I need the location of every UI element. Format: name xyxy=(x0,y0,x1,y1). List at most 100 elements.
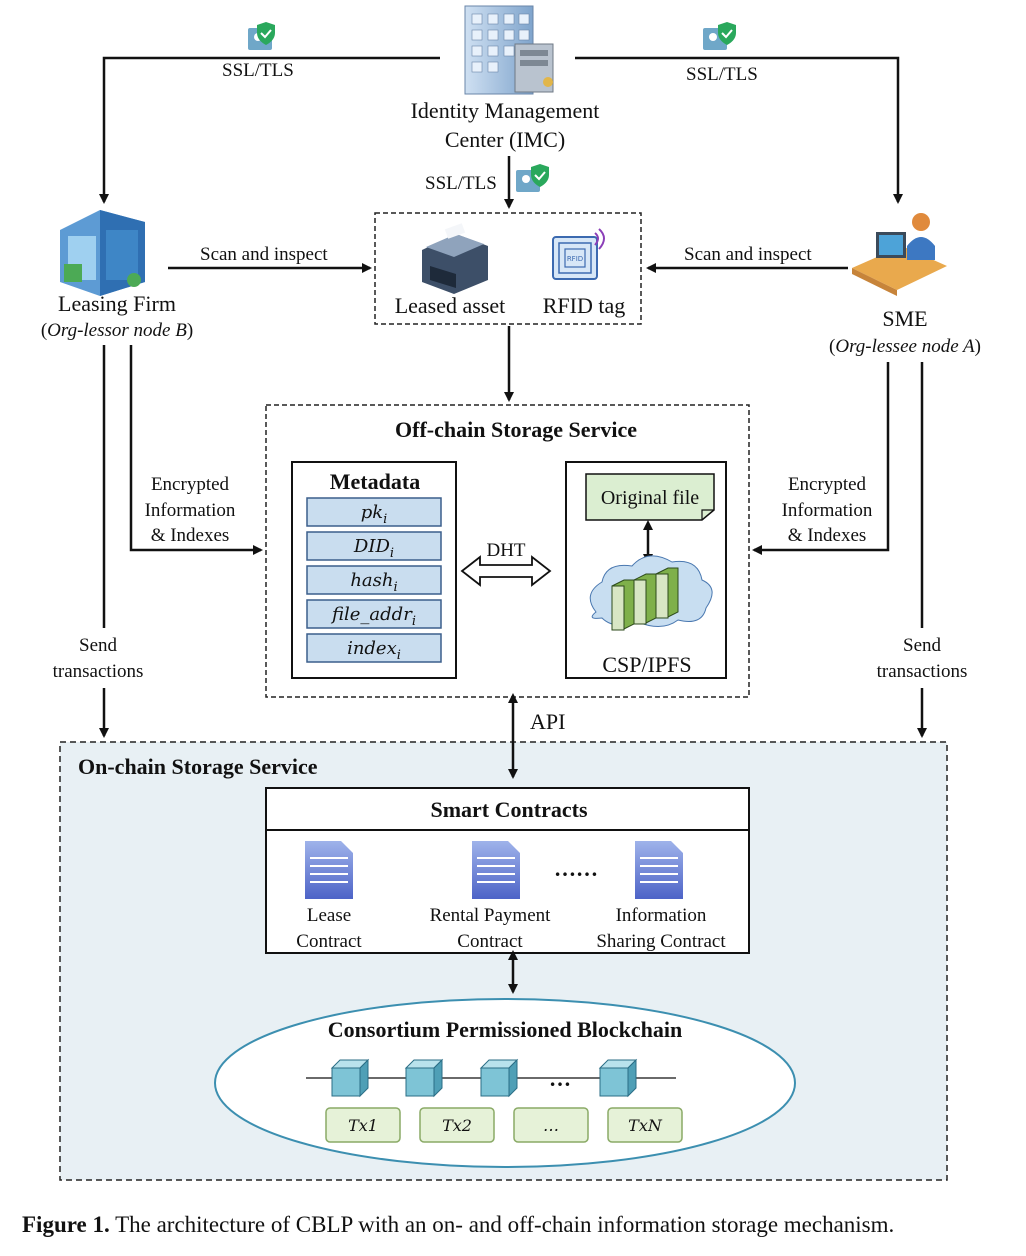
block-ellipsis: … xyxy=(549,1066,571,1091)
imc-to-sme-arrow xyxy=(575,56,903,204)
metadata-item-box xyxy=(306,633,442,663)
metadata-item: hashi xyxy=(350,570,397,595)
metadata-item-base: index xyxy=(347,638,397,659)
imc-building-icon xyxy=(464,5,554,95)
encrypted-right-line1: Encrypted xyxy=(788,474,867,495)
imc-label-line1: Identity Management xyxy=(411,98,600,123)
encrypted-left-line1: Encrypted xyxy=(151,474,230,495)
sme-encrypted-arrow xyxy=(752,362,890,555)
ssl-certificate-icon-right xyxy=(703,22,736,50)
encrypted-right-line2: Information xyxy=(782,500,873,521)
send-right-line1: Send xyxy=(903,635,942,656)
scan-label-right: Scan and inspect xyxy=(684,244,812,265)
encrypted-left-line3: & Indexes xyxy=(151,525,230,546)
block-cube-icon xyxy=(479,1058,519,1098)
metadata-item-subscript: i xyxy=(393,580,397,595)
rfid-tag-label: RFID tag xyxy=(543,293,626,318)
encrypted-label-right: Encrypted Information & Indexes xyxy=(772,468,884,548)
original-file-label: Original file xyxy=(601,487,699,509)
metadata-item-base: DID xyxy=(353,536,391,557)
leasing-firm-node: (Org-lessor node B) xyxy=(41,320,193,341)
figure-caption: Figure 1. The architecture of CBLP with … xyxy=(22,1212,1012,1238)
imc-to-leasing-arrow xyxy=(99,56,440,204)
scan-label-left: Scan and inspect xyxy=(200,244,328,265)
rental-payment-contract-icon xyxy=(472,841,520,899)
smart-contracts-title: Smart Contracts xyxy=(430,797,587,822)
ssl-label-right: SSL/TLS xyxy=(686,64,758,85)
architecture-diagram: On-chain Storage Service SSL/TLS SSL/TLS… xyxy=(41,5,981,1181)
transaction-box xyxy=(607,1107,683,1143)
offchain-title: Off-chain Storage Service xyxy=(395,417,637,442)
send-left-line2: transactions xyxy=(53,661,144,682)
metadata-item-box xyxy=(306,497,442,527)
transaction-label: … xyxy=(543,1116,559,1135)
onchain-title: On-chain Storage Service xyxy=(78,754,318,779)
metadata-item: file_addri xyxy=(330,604,416,629)
metadata-item-base: pk xyxy=(361,502,383,523)
transaction-box xyxy=(513,1107,589,1143)
api-label: API xyxy=(530,709,565,734)
metadata-item: indexi xyxy=(347,638,401,663)
caption-text: The architecture of CBLP with an on- and… xyxy=(109,1212,895,1237)
printer-icon xyxy=(422,223,488,294)
information-sharing-contract-icon xyxy=(635,841,683,899)
transaction-label: Tx2 xyxy=(442,1116,472,1135)
transaction-box xyxy=(325,1107,401,1143)
lease-contract-line2: Contract xyxy=(296,931,362,952)
lease-contract-line1: Lease xyxy=(307,905,351,926)
block-cube-icon xyxy=(404,1058,444,1098)
caption-label: Figure 1. xyxy=(22,1212,110,1237)
lease-contract-icon xyxy=(305,841,353,899)
encrypted-left-line2: Information xyxy=(145,500,236,521)
sharing-contract-line1: Information xyxy=(616,905,707,926)
rental-contract-line1: Rental Payment xyxy=(430,905,552,926)
rental-contract-line2: Contract xyxy=(457,931,523,952)
send-left-line1: Send xyxy=(79,635,118,656)
transaction-label: Tx1 xyxy=(348,1116,378,1135)
ssl-certificate-icon-left xyxy=(248,22,275,50)
metadata-item: pki xyxy=(361,502,388,527)
dht-label: DHT xyxy=(486,540,525,561)
encrypted-label-left: Encrypted Information & Indexes xyxy=(136,468,246,548)
metadata-item-box xyxy=(306,531,442,561)
sme-user-icon xyxy=(852,213,947,296)
dht-double-arrow xyxy=(460,555,552,587)
transaction-box xyxy=(419,1107,495,1143)
metadata-item-box xyxy=(306,599,442,629)
metadata-item-subscript: i xyxy=(383,512,387,527)
block-cube-icon xyxy=(598,1058,638,1098)
original-file-doc xyxy=(585,473,715,521)
leasing-firm-building-icon xyxy=(60,210,145,296)
leasing-firm-node-name: Org-lessor node B xyxy=(47,320,187,341)
sme-node-name: Org-lessee node A xyxy=(835,336,975,357)
rfid-tag-icon: RFID xyxy=(552,228,605,280)
transaction-label: TxN xyxy=(628,1116,663,1135)
metadata-item-subscript: i xyxy=(397,648,401,663)
contracts-ellipsis: …… xyxy=(554,856,598,881)
encrypted-right-line3: & Indexes xyxy=(788,525,867,546)
metadata-item-base: file_addr xyxy=(330,604,413,625)
metadata-item: DIDi xyxy=(353,536,394,561)
metadata-item-box xyxy=(306,565,442,595)
rfid-chip-label: RFID xyxy=(567,255,583,263)
metadata-item-subscript: i xyxy=(412,614,416,629)
sme-name: SME xyxy=(882,306,927,331)
metadata-item-subscript: i xyxy=(390,546,394,561)
leased-asset-label: Leased asset xyxy=(395,293,506,318)
blockchain-title: Consortium Permissioned Blockchain xyxy=(328,1017,682,1042)
cloud-server-icon xyxy=(589,555,713,631)
metadata-title: Metadata xyxy=(330,469,420,494)
ssl-certificate-icon-center xyxy=(516,164,549,192)
metadata-item-base: hash xyxy=(350,570,393,591)
imc-label-line2: Center (IMC) xyxy=(445,127,565,152)
send-right-line2: transactions xyxy=(877,661,968,682)
ssl-label-left: SSL/TLS xyxy=(222,60,294,81)
ssl-label-center: SSL/TLS xyxy=(425,173,497,194)
block-cube-icon xyxy=(330,1058,370,1098)
sme-node: (Org-lessee node A) xyxy=(829,336,981,357)
sharing-contract-line2: Sharing Contract xyxy=(596,931,726,952)
csp-label: CSP/IPFS xyxy=(602,652,691,677)
leasing-encrypted-arrow xyxy=(129,345,263,555)
leasing-firm-name: Leasing Firm xyxy=(58,291,176,316)
